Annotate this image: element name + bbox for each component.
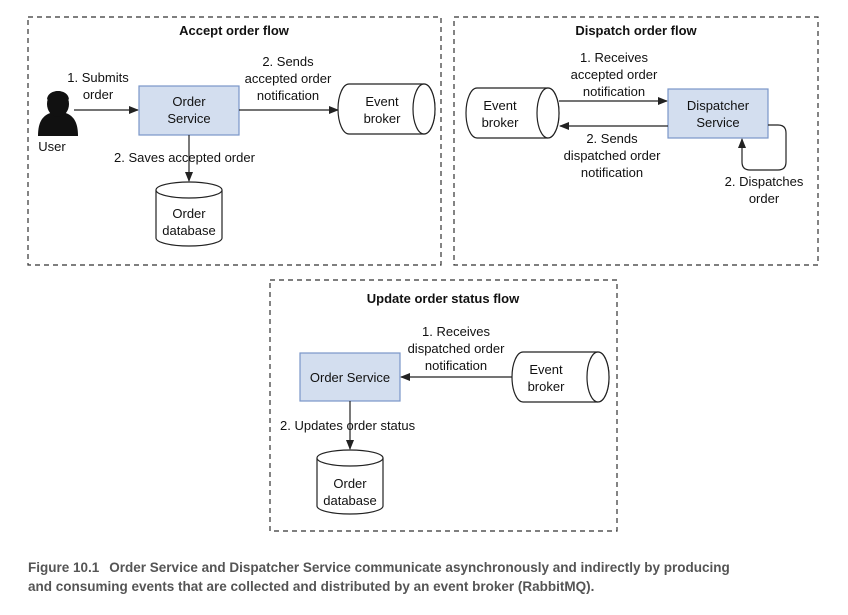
dispatcher-service-box: [667, 88, 769, 139]
event-broker-cylinder: [337, 83, 436, 135]
status-broker-label-2: broker: [528, 379, 566, 394]
dispatch-self-loop-arrow: [738, 124, 787, 171]
status-order-database-cylinder: [316, 449, 384, 515]
accept-step2-line3: notification: [257, 88, 319, 103]
dispatch-step-dispatch-line1: 2. Dispatches: [725, 174, 804, 189]
status-event-broker-cylinder: [511, 351, 610, 403]
accept-flow-title: Accept order flow: [179, 23, 290, 38]
accept-save-label: 2. Saves accepted order: [114, 150, 256, 165]
status-step2-label: 2. Updates order status: [280, 418, 416, 433]
status-flow-title: Update order status flow: [367, 291, 520, 306]
dispatch-step1-line3: notification: [583, 84, 645, 99]
status-order-service-label: Order Service: [310, 370, 390, 385]
status-step1-line2: dispatched order: [408, 341, 506, 356]
dispatch-flow-border: [453, 16, 819, 266]
accept-step2-line2: accepted order: [245, 71, 332, 86]
dispatcher-service-label-2: Service: [696, 115, 739, 130]
figure-caption: Figure 10.1 Order Service and Dispatcher …: [28, 558, 828, 596]
dispatch-step1-line2: accepted order: [571, 67, 658, 82]
order-service-box: [138, 85, 240, 136]
dispatch-step2-line3: notification: [581, 165, 643, 180]
dispatcher-service-label-1: Dispatcher: [687, 98, 750, 113]
caption-text-2: and consuming events that are collected …: [28, 579, 595, 594]
caption-line-1: Figure 10.1 Order Service and Dispatcher …: [28, 558, 828, 577]
status-database-label-2: database: [323, 493, 377, 508]
dispatch-order-flow-panel: Dispatch order flow Event broker 1. Rece…: [453, 16, 819, 266]
status-broker-label-1: Event: [529, 362, 563, 377]
event-broker-label-2: broker: [364, 111, 402, 126]
accept-step1-line1: 1. Submits: [67, 70, 129, 85]
dispatch-broker-label-2: broker: [482, 115, 520, 130]
dispatch-broker-label-1: Event: [483, 98, 517, 113]
order-service-label-1: Order: [172, 94, 206, 109]
figure-label: Figure 10.1: [28, 560, 100, 575]
dispatch-event-broker-cylinder: [465, 87, 560, 139]
accept-order-flow-panel: Accept order flow User 1. Submits order …: [27, 16, 442, 266]
user-icon: [38, 91, 78, 136]
status-step1-line3: notification: [425, 358, 487, 373]
dispatch-step-dispatch-line2: order: [749, 191, 780, 206]
caption-text-1: Order Service and Dispatcher Service com…: [109, 560, 730, 575]
dispatch-flow-title: Dispatch order flow: [575, 23, 697, 38]
dispatch-step2-line1: 2. Sends: [586, 131, 638, 146]
status-database-label-1: Order: [333, 476, 367, 491]
order-database-label-2: database: [162, 223, 216, 238]
status-step1-line1: 1. Receives: [422, 324, 490, 339]
order-service-label-2: Service: [167, 111, 210, 126]
status-flow-border: [269, 279, 618, 532]
accept-flow-border: [27, 16, 442, 266]
user-label: User: [38, 139, 66, 154]
update-status-flow-panel: Update order status flow 1. Receives dis…: [269, 279, 618, 532]
accept-step2-line1: 2. Sends: [262, 54, 314, 69]
event-broker-label-1: Event: [365, 94, 399, 109]
order-database-cylinder: [155, 181, 223, 247]
order-database-label-1: Order: [172, 206, 206, 221]
dispatch-step1-line1: 1. Receives: [580, 50, 648, 65]
dispatch-step2-line2: dispatched order: [564, 148, 662, 163]
accept-step1-line2: order: [83, 87, 114, 102]
